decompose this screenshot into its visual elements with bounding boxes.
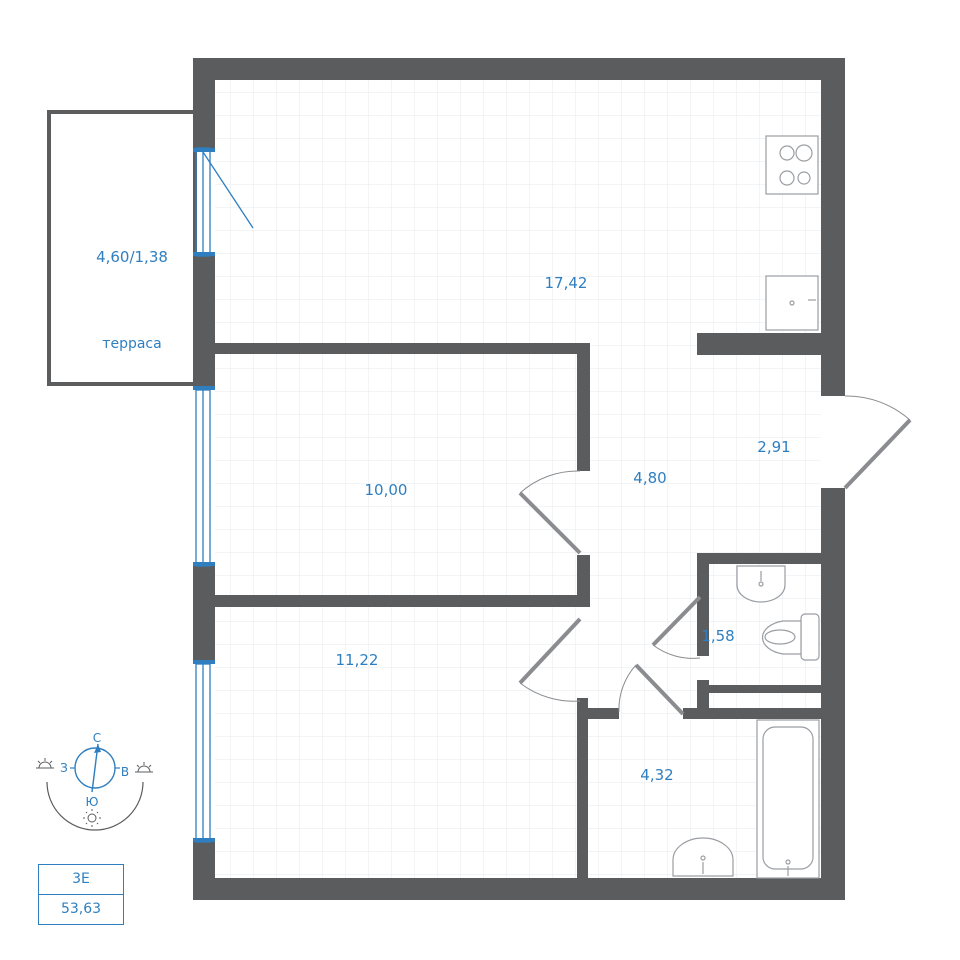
sunrise-icon (135, 762, 153, 773)
bathroom-washbasin-icon (672, 837, 734, 877)
compass-east-label: В (121, 765, 129, 779)
terrace-area-label: 4,60/1,38 (96, 248, 168, 266)
compass-west-label: З (60, 761, 68, 775)
window-frames (193, 148, 215, 842)
bedroom-2-area-label: 11,22 (336, 651, 379, 669)
compass: С З В Ю (36, 731, 153, 831)
walls (193, 58, 845, 900)
compass-arrow-icon (94, 744, 101, 753)
floor-grid (215, 80, 821, 878)
apartment-total-area: 53,63 (39, 894, 123, 924)
bedroom-1-area-label: 10,00 (365, 481, 408, 499)
sunset-icon (36, 758, 54, 769)
kitchen-sink-icon (765, 275, 819, 331)
hall-area-label: 2,91 (757, 438, 790, 456)
doors (518, 395, 912, 716)
terrace-outline (47, 110, 197, 386)
terrace-name-label: терраса (102, 336, 161, 352)
apartment-type: 3Е (72, 871, 90, 887)
compass-south-label: Ю (86, 795, 99, 809)
kitchen-living-area-label: 17,42 (545, 274, 588, 292)
apartment-info-box: 3Е 53,63 (38, 864, 124, 925)
wc-area-label: 1,58 (701, 627, 734, 645)
compass-north-label: С (93, 731, 101, 745)
terrace-door-swing (202, 151, 254, 229)
corridor-area-label: 4,80 (633, 469, 666, 487)
bathroom-area-label: 4,32 (640, 766, 673, 784)
bathtub-icon (756, 719, 820, 879)
stove-icon (765, 135, 819, 195)
toilet-icon (761, 613, 820, 661)
sun-path-arc (46, 781, 144, 831)
wc-washbasin-icon (736, 565, 786, 603)
sun-icon (83, 809, 101, 827)
